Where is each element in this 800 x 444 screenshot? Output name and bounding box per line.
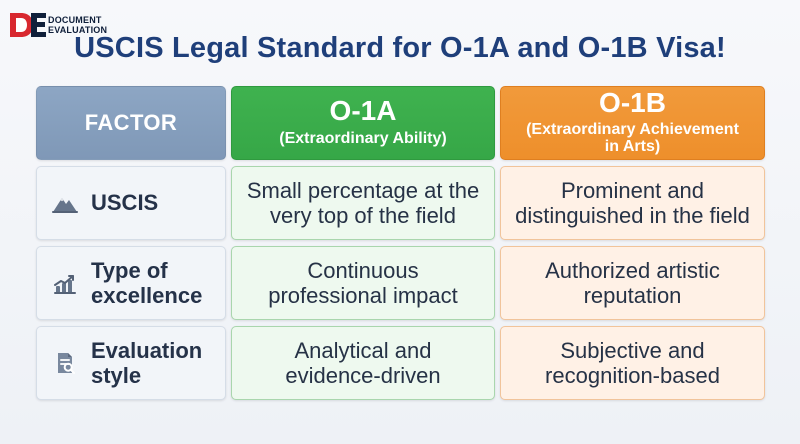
logo-mark-icon (8, 10, 48, 40)
mountain-icon (51, 189, 79, 217)
factor-label-type-of-excellence: Type of excellence (91, 257, 203, 308)
logo-line-2: EVALUATION (48, 24, 108, 35)
cell-o1a-uscis: Small percentage at the very top of the … (231, 166, 495, 240)
cell-o1a-evaluation-style-text: Analytical and evidence-driven (285, 337, 441, 388)
factor-uscis: USCIS (36, 166, 226, 240)
o1a-subtitle: (Extraordinary Ability) (279, 129, 447, 147)
table-header-o1b: O-1B (Extraordinary Achievement in Arts) (500, 86, 765, 160)
cell-o1b-uscis: Prominent and distinguished in the field (500, 166, 765, 240)
cell-o1a-type-of-excellence: Continuous professional impact (231, 246, 495, 320)
cell-o1a-uscis-text: Small percentage at the very top of the … (246, 177, 480, 228)
factor-type-of-excellence: Type of excellence (36, 246, 226, 320)
comparison-table: FACTOR O-1A (Extraordinary Ability) O-1B… (36, 86, 765, 402)
cell-o1b-evaluation-style: Subjective and recognition-based (500, 326, 765, 400)
page-title: USCIS Legal Standard for O-1A and O-1B V… (74, 32, 726, 64)
table-header-factor: FACTOR (36, 86, 226, 160)
o1a-title: O-1A (329, 95, 397, 127)
cell-o1b-evaluation-style-text: Subjective and recognition-based (545, 337, 720, 388)
table-header-o1a: O-1A (Extraordinary Ability) (231, 86, 495, 160)
table-header-factor-label: FACTOR (84, 110, 178, 136)
cell-o1a-evaluation-style: Analytical and evidence-driven (231, 326, 495, 400)
o1b-subtitle: (Extraordinary Achievement in Arts) (526, 120, 739, 156)
factor-evaluation-style: Evaluation style (36, 326, 226, 400)
o1b-title: O-1B (599, 86, 666, 118)
document-search-icon (51, 349, 79, 377)
cell-o1b-uscis-text: Prominent and distinguished in the field (515, 177, 750, 228)
cell-o1a-type-of-excellence-text: Continuous professional impact (268, 257, 458, 308)
logo-text: DOCUMENT EVALUATION (48, 14, 108, 35)
growth-chart-icon (51, 269, 79, 297)
cell-o1b-type-of-excellence: Authorized artistic reputation (500, 246, 765, 320)
factor-label-evaluation-style: Evaluation style (91, 337, 203, 388)
factor-label-uscis: USCIS (91, 190, 159, 216)
document-evaluation-logo: DOCUMENT EVALUATION (8, 8, 107, 42)
logo-line-1: DOCUMENT (48, 14, 102, 25)
cell-o1b-type-of-excellence-text: Authorized artistic reputation (545, 257, 720, 308)
